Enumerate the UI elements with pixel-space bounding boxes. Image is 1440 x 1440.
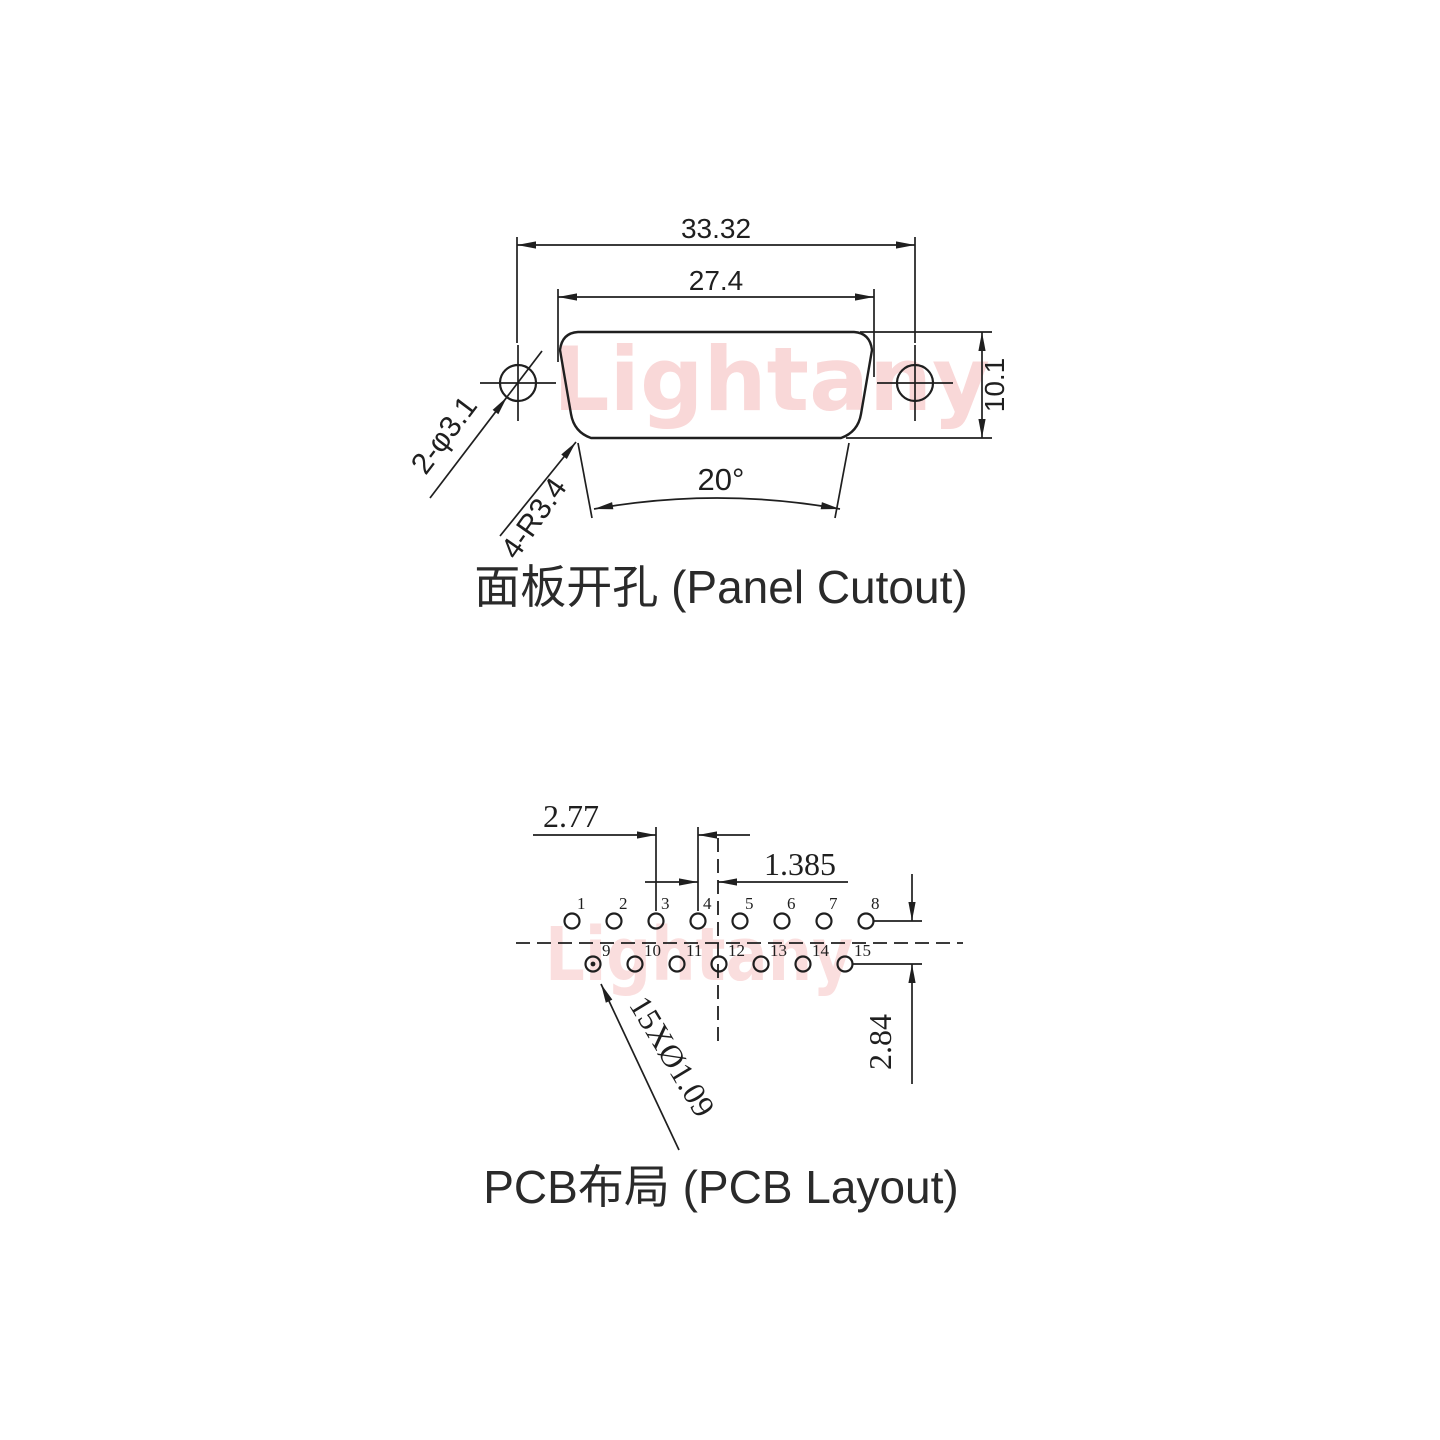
pcb-hole-datum: [584, 955, 602, 973]
panel-cutout-title: 面板开孔 (Panel Cutout): [474, 561, 967, 613]
dim-half-pitch-value: 1.385: [764, 846, 836, 882]
hole-number: 8: [871, 894, 880, 913]
dim-row-spacing-value: 2.84: [862, 1014, 898, 1070]
pcb-hole: [689, 912, 707, 930]
arrow-right-icon: [637, 831, 656, 839]
watermark-bottom: Lightany: [545, 912, 853, 998]
pcb-hole: [668, 955, 686, 973]
hole-number: 3: [661, 894, 670, 913]
pcb-hole: [773, 912, 791, 930]
dsub-cutout-outline: [558, 330, 874, 440]
hole-number: 10: [644, 941, 661, 960]
dim-cutout-width: 27.4: [557, 265, 875, 377]
hole-number: 9: [602, 941, 611, 960]
dim-row-spacing: 2.84: [853, 874, 922, 1084]
leader-mount-holes: 2-φ3.1: [405, 350, 543, 499]
dim-half-pitch: 1.385: [645, 846, 848, 886]
dim-mount-span-value: 33.32: [681, 213, 751, 244]
arrow-left-icon: [718, 878, 737, 886]
dim-angle-value: 20°: [698, 462, 745, 497]
dim-height: 10.1: [846, 331, 1010, 439]
pcb-hole: [647, 912, 665, 930]
arrow-left-icon: [517, 241, 536, 249]
ext-line: [577, 442, 593, 519]
pcb-hole: [605, 912, 623, 930]
panel-cutout-view: Lightany 33.32: [405, 213, 1010, 613]
angle-arc: [593, 497, 841, 510]
arrow-down-icon: [908, 902, 916, 921]
label-hole-diameter: 15XØ1.09: [622, 990, 722, 1124]
right-mounting-hole: [877, 345, 953, 421]
arrow-left-icon: [698, 831, 717, 839]
label-corner-radius: 4-R3.4: [495, 472, 574, 565]
dim-pitch-value: 2.77: [543, 798, 599, 834]
hole-number: 13: [770, 941, 787, 960]
leader-line: [499, 441, 577, 537]
pcb-layout-title: PCB布局 (PCB Layout): [483, 1161, 958, 1213]
pcb-layout-view: Lightany 2.77 1.385: [483, 798, 963, 1213]
hole-number: 15: [854, 941, 871, 960]
dim-height-value: 10.1: [979, 358, 1010, 413]
pcb-hole: [752, 955, 770, 973]
watermark-top: Lightany: [553, 328, 990, 431]
pcb-hole: [563, 912, 581, 930]
hole-number: 6: [787, 894, 796, 913]
pcb-hole: [857, 912, 875, 930]
hole-number: 2: [619, 894, 628, 913]
pcb-hole: [815, 912, 833, 930]
leader-corner-radius: 4-R3.4: [495, 439, 579, 565]
hole-number: 11: [686, 941, 702, 960]
arrow-up-icon: [908, 964, 916, 983]
pcb-holes-bottom-row: 9 10 11 12 13 14 15: [584, 941, 871, 973]
hole-number: 7: [829, 894, 838, 913]
arrow-left-icon: [593, 502, 614, 513]
pcb-hole: [794, 955, 812, 973]
pcb-hole: [836, 955, 854, 973]
arrow-right-icon: [896, 241, 915, 249]
leader-hole-diameter: 15XØ1.09: [597, 982, 722, 1151]
ext-line: [834, 442, 850, 519]
arrow-right-icon: [679, 878, 698, 886]
leader-line: [429, 350, 543, 499]
hole-number: 4: [703, 894, 712, 913]
label-mount-holes: 2-φ3.1: [405, 390, 484, 480]
hole-number: 12: [728, 941, 745, 960]
pcb-hole: [710, 955, 728, 973]
dim-angle: 20°: [577, 442, 850, 519]
arrow-right-icon: [855, 293, 874, 301]
pcb-hole-datum-dot: [590, 961, 596, 967]
pcb-hole: [731, 912, 749, 930]
dim-cutout-width-value: 27.4: [689, 265, 744, 296]
hole-number: 5: [745, 894, 754, 913]
pcb-holes-top-row: 1 2 3 4 5 6 7 8: [563, 894, 880, 930]
hole-number: 1: [577, 894, 586, 913]
hole-number: 14: [812, 941, 830, 960]
arrow-left-icon: [558, 293, 577, 301]
dim-mount-span: 33.32: [516, 213, 916, 343]
dim-pitch: 2.77: [533, 798, 750, 911]
pcb-hole: [626, 955, 644, 973]
leader-line: [600, 983, 680, 1151]
